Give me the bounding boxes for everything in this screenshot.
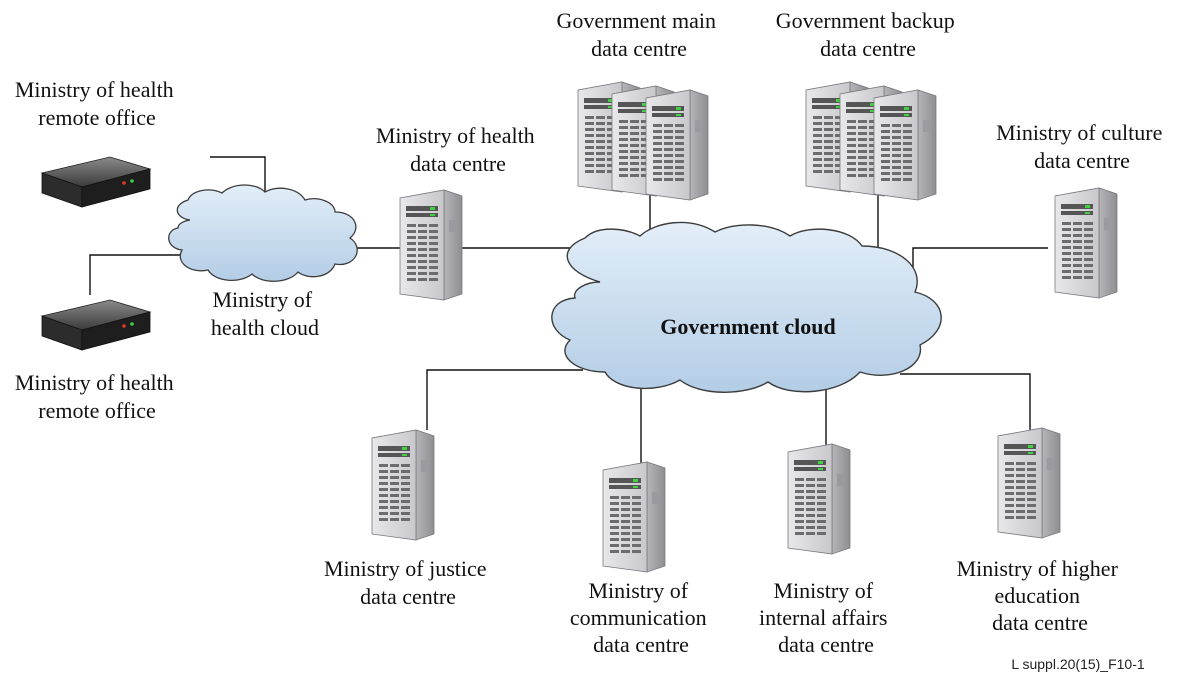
internal-affairs-dc-label: Ministry of internal affairs data centre (759, 578, 893, 657)
health-dc-line1: Ministry of health (376, 123, 535, 148)
government-cloud-icon (551, 221, 942, 393)
justice-dc-line1: Ministry of justice (324, 556, 487, 581)
server-tower-icon (997, 427, 1061, 539)
justice-dc-label: Ministry of justice data centre (324, 556, 492, 609)
culture-dc-line1: Ministry of culture (996, 120, 1162, 145)
higher-education-dc-line2: education (994, 583, 1080, 608)
remote-office-top-line1: Ministry of health (15, 77, 174, 102)
communication-dc-label: Ministry of communication data centre (570, 578, 712, 657)
link-remote-bottom (89, 254, 185, 295)
culture-dc-label: Ministry of culture data centre (996, 120, 1168, 173)
health-cloud-icon (168, 184, 358, 282)
gov-backup-dc-line1: Government backup (776, 8, 955, 33)
health-cloud-label-line2: health cloud (211, 315, 319, 340)
figure-id: L suppl.20(15)_F10-1 (1011, 656, 1145, 672)
health-cloud-label: Ministry of health cloud (211, 287, 319, 340)
link-bottom-left (426, 369, 583, 430)
gov-main-dc-line1: Government main (557, 8, 716, 33)
higher-education-dc-line1: Ministry of higher (957, 556, 1119, 581)
server-tower-icon (371, 429, 435, 541)
server-tower-icon (1054, 187, 1118, 299)
higher-education-dc-label: Ministry of higher education data centre (957, 556, 1124, 635)
justice-dc-line2: data centre (360, 584, 456, 609)
culture-dc-line2: data centre (1034, 148, 1130, 173)
internal-affairs-dc-line1: Ministry of (773, 578, 873, 603)
remote-office-bottom-line2: remote office (38, 398, 155, 423)
server-tower-icon (399, 189, 463, 301)
health-dc-label: Ministry of health data centre (376, 123, 540, 176)
remote-office-bottom-label: Ministry of health remote office (15, 370, 179, 423)
higher-education-dc-line3: data centre (992, 610, 1088, 635)
link-culture-dc (912, 247, 1048, 298)
router-box-icon (41, 156, 151, 208)
remote-office-bottom-line1: Ministry of health (15, 370, 174, 395)
internal-affairs-dc-line2: internal affairs (759, 605, 887, 630)
health-dc-line2: data centre (410, 151, 506, 176)
server-tower-icon (873, 89, 937, 201)
gov-backup-dc-label: Government backup data centre (776, 8, 961, 61)
communication-dc-line1: Ministry of (588, 578, 688, 603)
server-tower-icon (645, 89, 709, 201)
router-box-icon (41, 299, 151, 351)
server-tower-icon (602, 461, 666, 573)
remote-office-top-line2: remote office (38, 105, 155, 130)
remote-office-top-label: Ministry of health remote office (15, 77, 179, 130)
gov-backup-dc-line2: data centre (820, 36, 916, 61)
gov-main-dc-line2: data centre (591, 36, 687, 61)
health-cloud-label-line1: Ministry of (212, 287, 312, 312)
link-bottom-right (900, 373, 1031, 436)
government-cloud-label: Government cloud (660, 314, 835, 339)
communication-dc-line2: communication (570, 605, 707, 630)
communication-dc-line3: data centre (593, 632, 689, 657)
server-tower-icon (787, 443, 851, 555)
internal-affairs-dc-line3: data centre (778, 632, 874, 657)
gov-main-dc-label: Government main data centre (557, 8, 722, 61)
